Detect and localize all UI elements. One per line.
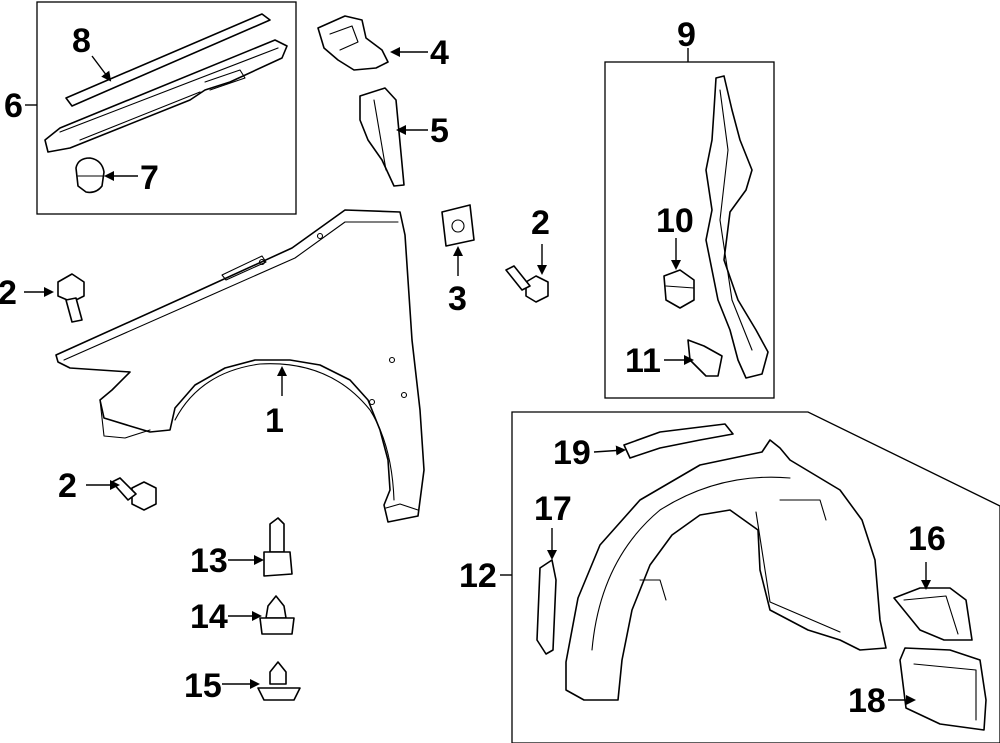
- callout-4: 4: [430, 34, 449, 72]
- callout-8: 8: [72, 22, 91, 60]
- bolt-lower-left: [111, 477, 157, 511]
- callout-12: 12: [459, 557, 497, 595]
- callout-6: 6: [4, 87, 23, 125]
- moulding-strip: [65, 13, 271, 107]
- callout-2-center: 2: [531, 204, 550, 242]
- fender-bracket: [317, 15, 389, 71]
- group-box-12: [511, 411, 1000, 743]
- clip: [75, 157, 105, 194]
- group-box-9: [604, 61, 775, 399]
- callout-5: 5: [430, 112, 449, 150]
- support-clip: [663, 269, 695, 309]
- callout-2-upper-left: 2: [0, 274, 17, 312]
- callout-18: 18: [848, 682, 886, 720]
- nut-14: [259, 595, 295, 635]
- bolt-upper-left: [57, 273, 85, 323]
- fender-insulator: [359, 87, 405, 187]
- fender-liner: [565, 439, 887, 701]
- callout-7: 7: [140, 159, 159, 197]
- fender-pad: [441, 204, 475, 247]
- callout-10: 10: [656, 202, 694, 240]
- bolt-center: [505, 265, 549, 303]
- fender-seal-assembly: [44, 39, 288, 153]
- liner-moulding: [623, 423, 734, 459]
- liner-shield: [893, 587, 973, 641]
- callout-11: 11: [625, 342, 661, 380]
- callout-14: 14: [190, 598, 228, 636]
- callout-15: 15: [184, 667, 222, 705]
- callout-16: 16: [908, 520, 946, 558]
- callout-19: 19: [553, 434, 591, 472]
- arrow-19: [593, 445, 626, 456]
- fender-support: [705, 75, 769, 379]
- support-seal: [687, 339, 723, 377]
- group-box-6: [36, 1, 297, 215]
- callout-3: 3: [448, 280, 467, 318]
- splash-shield: [899, 647, 987, 731]
- callout-13: 13: [190, 542, 228, 580]
- arrow-8: [91, 55, 112, 82]
- callout-2-lower-left: 2: [58, 467, 77, 505]
- liner-seal-strip: [536, 559, 557, 655]
- bolt-13: [263, 517, 293, 577]
- front-fender: [55, 209, 425, 523]
- callout-9: 9: [677, 16, 696, 54]
- clip-15: [257, 661, 301, 701]
- callout-17: 17: [534, 490, 572, 528]
- callout-1: 1: [265, 402, 284, 440]
